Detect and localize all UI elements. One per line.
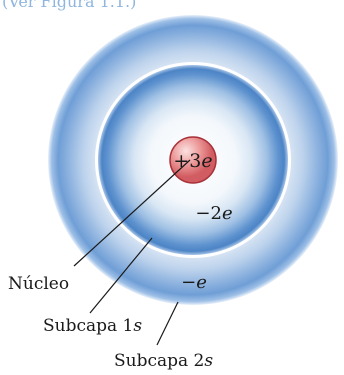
subshell-1s-label-italic: s	[133, 316, 142, 336]
subshell-1s-label-text: Subcapa 1	[43, 316, 133, 336]
subshell-2s-charge-label: −e	[181, 272, 207, 293]
subshell-1s-charge-label: −2e	[195, 203, 232, 224]
nucleus-charge-label: +3e	[173, 150, 212, 172]
nucleus-label: Núcleo	[8, 274, 69, 294]
subshell-1s-label: Subcapa 1s	[43, 316, 142, 336]
subshell-2s-charge-e: e	[196, 272, 207, 293]
subshell-2s-label: Subcapa 2s	[114, 351, 213, 371]
nucleus-charge-e: e	[201, 150, 212, 172]
subshell-1s-charge-prefix: −2	[195, 203, 222, 224]
subshell-2s-charge-prefix: −	[181, 272, 196, 293]
nucleus-charge-prefix: +3	[173, 150, 201, 172]
subshell-2s-leader-line	[157, 302, 178, 345]
subshell-2s-label-italic: s	[204, 351, 213, 371]
subshell-2s-label-text: Subcapa 2	[114, 351, 204, 371]
subshell-1s-charge-e: e	[222, 203, 233, 224]
